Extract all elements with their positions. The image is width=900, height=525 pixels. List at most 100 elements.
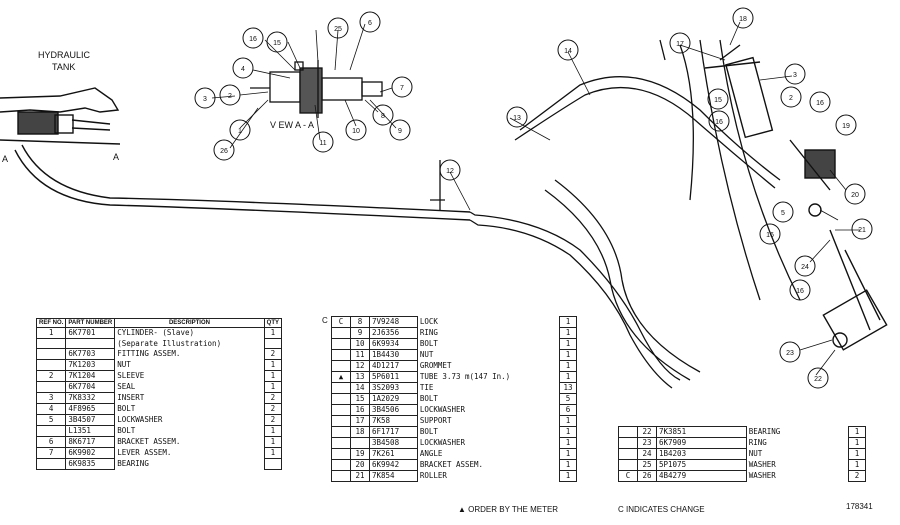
figure-number: 178341 — [846, 502, 873, 511]
part-number: 5P1075 — [656, 459, 747, 471]
part-number: 3B4508 — [369, 437, 418, 449]
svg-text:19: 19 — [842, 123, 850, 130]
part-number — [65, 338, 116, 349]
svg-text:25: 25 — [334, 26, 342, 33]
ref-number: 20 — [350, 459, 370, 471]
ref-number: 18 — [350, 426, 370, 438]
part-description: GROMMET — [416, 360, 561, 372]
part-number: 6K9934 — [369, 338, 418, 350]
callout-25: 25 — [327, 17, 349, 39]
header-desc: DESCRIPTION — [114, 318, 265, 328]
callout-2-right: 2 — [780, 86, 802, 108]
part-description: LEVER ASSEM. — [114, 447, 265, 459]
part-description: LOCKWASHER — [416, 437, 561, 449]
change-flag — [331, 360, 351, 372]
callout-4: 4 — [232, 57, 254, 79]
ref-number — [35, 359, 67, 371]
svg-text:5: 5 — [781, 210, 785, 217]
callout-6: 6 — [359, 11, 381, 33]
part-number: 4D1217 — [369, 360, 418, 372]
ref-number: 3 — [35, 392, 67, 404]
callout-3-right: 3 — [784, 63, 806, 85]
ref-number: 23 — [637, 437, 657, 449]
ref-number: 11 — [350, 349, 370, 361]
svg-text:10: 10 — [352, 128, 360, 135]
change-flag — [331, 382, 351, 394]
header-qty: QTY — [263, 318, 283, 328]
ref-number: 17 — [350, 415, 370, 427]
change-flag — [331, 437, 351, 449]
part-number: 7K1204 — [65, 370, 116, 382]
svg-text:1: 1 — [238, 128, 242, 135]
svg-text:3: 3 — [203, 96, 207, 103]
part-description: CYLINDER- (Slave) — [114, 327, 265, 339]
part-description: WASHER — [745, 459, 850, 471]
callout-15: 15 — [266, 31, 288, 53]
callout-8: 8 — [372, 104, 394, 126]
svg-text:17: 17 — [676, 41, 684, 48]
callout-15-right: 15 — [707, 88, 729, 110]
part-number: 7K261 — [369, 448, 418, 460]
svg-text:16: 16 — [766, 232, 774, 239]
quantity: 1 — [559, 327, 577, 339]
callout-19: 19 — [835, 114, 857, 136]
tank-label-line1: HYDRAULIC — [38, 50, 91, 60]
svg-text:18: 18 — [739, 16, 747, 23]
change-flag — [331, 393, 351, 405]
ref-number: 13 — [350, 371, 370, 383]
quantity: 1 — [559, 470, 577, 482]
svg-text:16: 16 — [715, 119, 723, 126]
quantity: 1 — [263, 425, 283, 437]
part-number: 6K7703 — [65, 348, 116, 360]
ref-number: 5 — [35, 414, 67, 426]
svg-text:11: 11 — [319, 140, 326, 147]
ref-number: 26 — [637, 470, 657, 482]
callout-12: 12 — [439, 159, 461, 181]
svg-text:15: 15 — [273, 40, 281, 47]
change-flag — [331, 426, 351, 438]
callout-11: 11 — [312, 131, 334, 153]
part-number: 3B4506 — [369, 404, 418, 416]
quantity: 1 — [559, 415, 577, 427]
callout-26: 26 — [213, 139, 235, 161]
part-description: TIE — [416, 382, 561, 394]
callout-5: 5 — [772, 201, 794, 223]
table-row: (Separate Illustration) — [35, 338, 283, 349]
callout-16-c: 16 — [759, 223, 781, 245]
part-number: 6F1717 — [369, 426, 418, 438]
svg-text:16: 16 — [796, 288, 804, 295]
quantity: 13 — [559, 382, 577, 394]
part-number: 7V9248 — [369, 316, 418, 328]
order-note: ▲ ORDER BY THE METER — [458, 505, 559, 514]
part-description: BOLT — [114, 425, 265, 437]
callout-1: 1 — [229, 119, 251, 141]
part-description: NUT — [416, 349, 561, 361]
part-description: INSERT — [114, 392, 265, 404]
change-mark: C — [322, 316, 328, 325]
ref-number: 14 — [350, 382, 370, 394]
part-number: 8K6717 — [65, 436, 116, 448]
part-number: 6K7701 — [65, 327, 116, 339]
quantity — [263, 458, 283, 470]
ref-number — [35, 425, 67, 437]
part-number: 7K854 — [369, 470, 418, 482]
ref-number: 1 — [35, 327, 67, 339]
change-flag — [331, 349, 351, 361]
quantity: 1 — [559, 338, 577, 350]
part-number: 4B4279 — [656, 470, 747, 482]
quantity: 1 — [559, 448, 577, 460]
